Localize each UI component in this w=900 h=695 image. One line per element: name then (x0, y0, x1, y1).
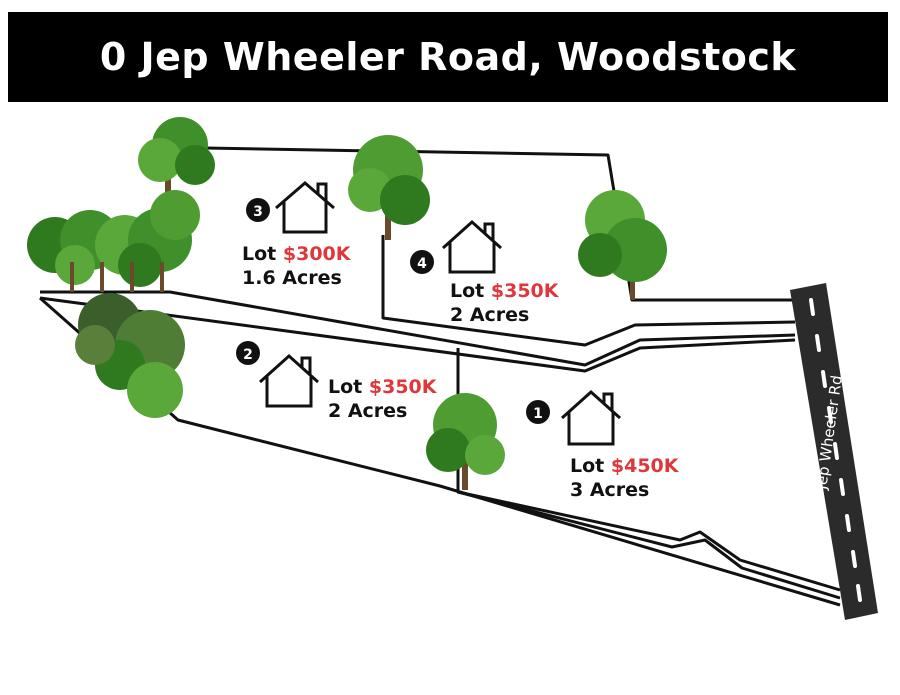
lot-2-label: Lot $350K 2 Acres (328, 375, 436, 423)
road-dashes (809, 298, 862, 602)
lot-price: $300K (282, 243, 351, 265)
boundary-lot3-lot4 (381, 235, 796, 347)
lot-1-marker: 1 (526, 389, 622, 446)
house-icon (560, 389, 622, 446)
lot-size: 2 Acres (450, 304, 530, 326)
page-title: 0 Jep Wheeler Road, Woodstock (99, 35, 797, 79)
road: Jep Wheeler Rd (790, 283, 878, 620)
lot-price: $350K (490, 280, 559, 302)
lot-prefix: Lot (242, 243, 277, 265)
title-banner: 0 Jep Wheeler Road, Woodstock (8, 12, 888, 102)
lot-number: 2 (243, 347, 253, 363)
lot-price: $450K (610, 455, 679, 477)
boundary-lot3-south (40, 290, 796, 367)
lot-number: 4 (417, 256, 427, 272)
lot-prefix: Lot (450, 280, 485, 302)
lot-prefix: Lot (570, 455, 605, 477)
lot-2-marker: 2 (236, 341, 320, 408)
tree-north-central (348, 135, 430, 240)
lot-4-label: Lot $350K 2 Acres (450, 279, 558, 327)
tree-cluster-southwest (75, 293, 185, 418)
lot-3-marker: 3 (246, 181, 335, 234)
lot-size: 3 Acres (570, 479, 650, 501)
lot-size: 2 Acres (328, 400, 408, 422)
lot-number: 1 (533, 406, 543, 422)
road-surface (790, 283, 878, 620)
boundary-lot2-north (39, 296, 796, 373)
lot-3-label: Lot $300K 1.6 Acres (242, 242, 350, 290)
tree-northeast (578, 190, 667, 300)
boundary-lot1-south (457, 490, 841, 600)
trees (27, 117, 667, 490)
lot-1-label: Lot $450K 3 Acres (570, 454, 678, 502)
lot-size: 1.6 Acres (242, 267, 342, 289)
lot-4-marker: 4 (410, 219, 503, 274)
lot-number: 3 (253, 204, 263, 220)
lot-price: $350K (368, 376, 437, 398)
house-icon (258, 353, 320, 408)
house-icon (441, 219, 503, 274)
tree-grove-west (27, 117, 215, 292)
house-icon (275, 181, 335, 234)
tree-central (426, 393, 505, 490)
lot-prefix: Lot (328, 376, 363, 398)
